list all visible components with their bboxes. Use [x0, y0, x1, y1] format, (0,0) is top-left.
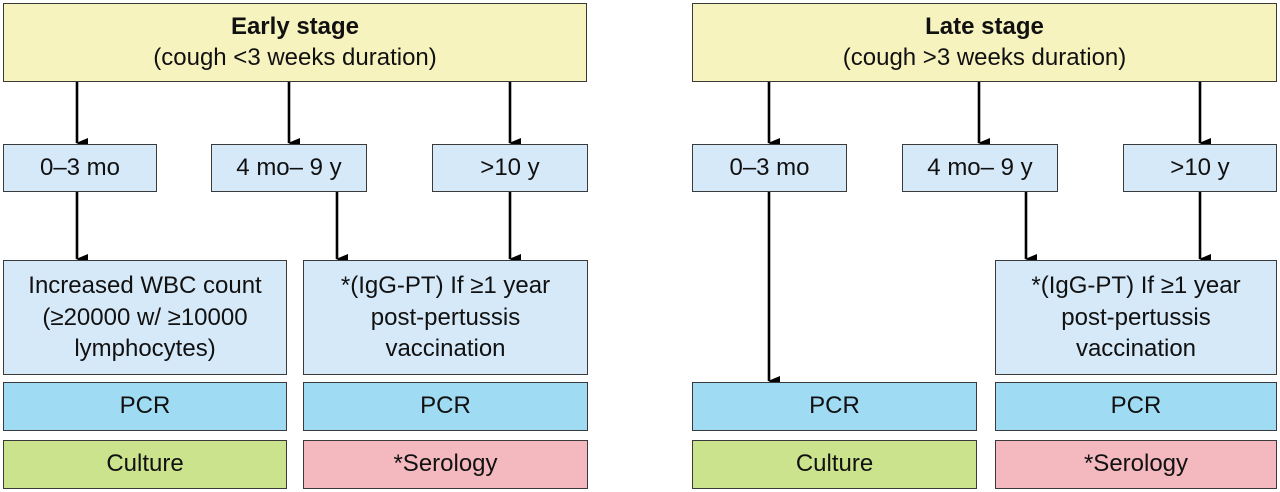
- early-stage-title: Early stage: [230, 12, 360, 40]
- late-stage-subtitle: (cough >3 weeks duration): [842, 43, 1127, 71]
- early-age-4mo-9y: 4 mo– 9 y: [211, 144, 367, 192]
- wbc-line: Increased WBC count: [28, 271, 262, 299]
- late-serology: *Serology: [995, 440, 1277, 489]
- early-pcr-right: PCR: [303, 382, 588, 431]
- late-age-label: >10 y: [1170, 153, 1230, 181]
- early-wbc-box: Increased WBC count (≥20000 w/ ≥10000 ly…: [3, 260, 287, 375]
- early-serology: *Serology: [303, 440, 588, 489]
- pcr-label: PCR: [119, 392, 171, 420]
- late-stage-box: Late stage (cough >3 weeks duration): [692, 3, 1277, 82]
- pcr-label: PCR: [420, 392, 471, 420]
- late-culture: Culture: [692, 440, 977, 489]
- igg-line: post-pertussis: [370, 303, 521, 331]
- late-age-label: 4 mo– 9 y: [927, 153, 1033, 181]
- igg-line: *(IgG-PT) If ≥1 year: [1031, 271, 1241, 299]
- late-stage-title: Late stage: [925, 12, 1044, 40]
- pcr-label: PCR: [809, 392, 860, 420]
- igg-line: *(IgG-PT) If ≥1 year: [340, 271, 551, 299]
- early-age-label: 4 mo– 9 y: [236, 153, 342, 181]
- late-pcr-left: PCR: [692, 382, 977, 431]
- late-age-label: 0–3 mo: [729, 153, 810, 181]
- early-stage-box: Early stage (cough <3 weeks duration): [3, 3, 587, 82]
- igg-line: post-pertussis: [1061, 303, 1211, 331]
- wbc-line: (≥20000 w/ ≥10000: [42, 303, 248, 331]
- wbc-line: lymphocytes): [74, 335, 216, 363]
- late-age-4mo-9y: 4 mo– 9 y: [902, 144, 1058, 192]
- early-stage-subtitle: (cough <3 weeks duration): [153, 43, 437, 71]
- igg-line: vaccination: [385, 335, 506, 363]
- late-age-over-10y: >10 y: [1123, 144, 1277, 192]
- serology-label: *Serology: [393, 450, 498, 478]
- early-age-over-10y: >10 y: [432, 144, 588, 192]
- late-igg-box: *(IgG-PT) If ≥1 year post-pertussis vacc…: [995, 260, 1277, 375]
- late-age-0-3mo: 0–3 mo: [692, 144, 847, 192]
- serology-label: *Serology: [1083, 450, 1189, 478]
- late-pcr-right: PCR: [995, 382, 1277, 431]
- early-age-label: >10 y: [480, 153, 540, 181]
- early-culture: Culture: [3, 440, 287, 489]
- culture-label: Culture: [795, 450, 874, 478]
- pcr-label: PCR: [1110, 392, 1162, 420]
- early-igg-box: *(IgG-PT) If ≥1 year post-pertussis vacc…: [303, 260, 588, 375]
- early-age-0-3mo: 0–3 mo: [3, 144, 157, 192]
- igg-line: vaccination: [1075, 335, 1197, 363]
- culture-label: Culture: [106, 450, 184, 478]
- early-age-label: 0–3 mo: [39, 153, 121, 181]
- early-pcr-left: PCR: [3, 382, 287, 431]
